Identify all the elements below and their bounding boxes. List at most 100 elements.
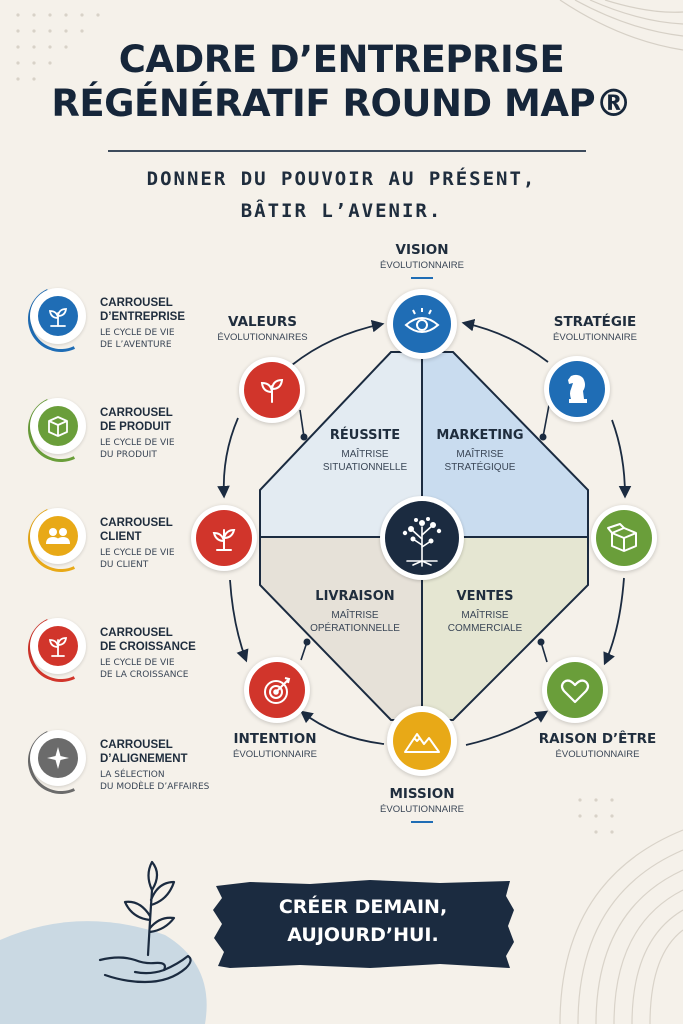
sprout-icon [38,296,78,336]
cycle-arrows [217,318,632,746]
node-title: INTENTION [233,731,317,747]
title-divider [108,150,586,152]
quadrant-title: LIVRAISON [315,589,395,604]
dot-pattern [16,13,614,834]
quadrant-livraison-fill [260,537,422,720]
wave-lines-bottom [559,829,683,1024]
sprout-icon [38,626,78,666]
node-intention[interactable]: INTENTION ÉVOLUTIONNAIRE [210,731,340,760]
node-underline [411,277,433,279]
carousel-badge [30,288,86,344]
node-title: MISSION [389,786,455,802]
valeurs-badge[interactable] [239,357,305,423]
node-underline [411,821,433,823]
cta-text: CRÉER DEMAIN, AUJOURD’HUI. [218,893,508,949]
cta-line-2: AUJOURD’HUI. [287,924,439,946]
carousel-badge [30,398,86,454]
node-subtitle: ÉVOLUTIONNAIRE [233,749,317,760]
node-title: RAISON D’ÊTRE [538,731,657,747]
strategie-badge[interactable] [544,356,610,422]
raison-badge[interactable] [542,657,608,723]
node-subtitle: ÉVOLUTIONNAIRE [380,260,464,271]
subtitle: DONNER DU POUVOIR AU PRÉSENT, BÂTIR L’AV… [0,163,683,227]
watercolor-blob [0,921,207,1024]
vision-badge[interactable] [387,289,457,359]
quadrant-reussite-fill [260,352,422,537]
node-strategie[interactable]: STRATÉGIE ÉVOLUTIONNAIRE [530,314,660,343]
subtitle-line-1: DONNER DU POUVOIR AU PRÉSENT, [146,168,537,190]
quadrant-ventes-fill [422,537,588,720]
compass-icon [38,738,78,778]
center-hub [380,496,464,580]
left-node-badge[interactable] [191,505,257,571]
node-valeurs[interactable]: VALEURS ÉVOLUTIONNAIRES [200,314,325,343]
wave-lines-top [559,0,683,51]
node-mission[interactable]: MISSION ÉVOLUTIONNAIRE [362,786,482,823]
intention-badge[interactable] [244,657,310,723]
hand-sprout-icon [98,860,192,984]
node-subtitle: ÉVOLUTIONNAIRE [553,332,637,343]
cta-line-1: CRÉER DEMAIN, [278,896,448,918]
quadrant-marketing-fill [422,352,588,537]
mountain-icon [393,712,451,770]
node-subtitle: ÉVOLUTIONNAIRE [380,804,464,815]
node-subtitle: ÉVOLUTIONNAIRE [555,749,640,760]
mission-badge[interactable] [387,706,457,776]
target-icon [249,662,305,718]
node-vision[interactable]: VISION ÉVOLUTIONNAIRE [362,242,482,279]
eye-icon [393,295,451,353]
cta-brush-banner [213,880,514,968]
people-icon [38,516,78,556]
carousel-badge [30,730,86,786]
sprout-icon [244,362,300,418]
node-subtitle: ÉVOLUTIONNAIRES [217,332,308,343]
carousel-badge [30,618,86,674]
node-title: STRATÉGIE [553,314,637,330]
box-icon [38,406,78,446]
node-title: VALEURS [228,314,297,330]
node-title: VISION [395,242,449,258]
quadrant-title: VENTES [456,589,514,604]
carousel-badge [30,508,86,564]
connector-dots [300,433,547,646]
title-line-2: RÉGÉNÉRATIF ROUND MAP® [51,82,632,125]
subtitle-line-2: BÂTIR L’AVENIR. [240,200,443,222]
quadrant-title: MARKETING [436,428,524,443]
heart-icon [547,662,603,718]
node-raison[interactable]: RAISON D’ÊTRE ÉVOLUTIONNAIRE [520,731,675,760]
quadrant-title: RÉUSSITE [329,428,401,443]
title-line-1: CADRE D’ENTREPRISE [118,38,565,81]
chess-knight-icon [549,361,605,417]
box-icon [596,510,652,566]
right-node-badge[interactable] [591,505,657,571]
tree-icon [385,501,459,575]
page-title: CADRE D’ENTREPRISE RÉGÉNÉRATIF ROUND MAP… [0,38,683,126]
sprout-icon [196,510,252,566]
